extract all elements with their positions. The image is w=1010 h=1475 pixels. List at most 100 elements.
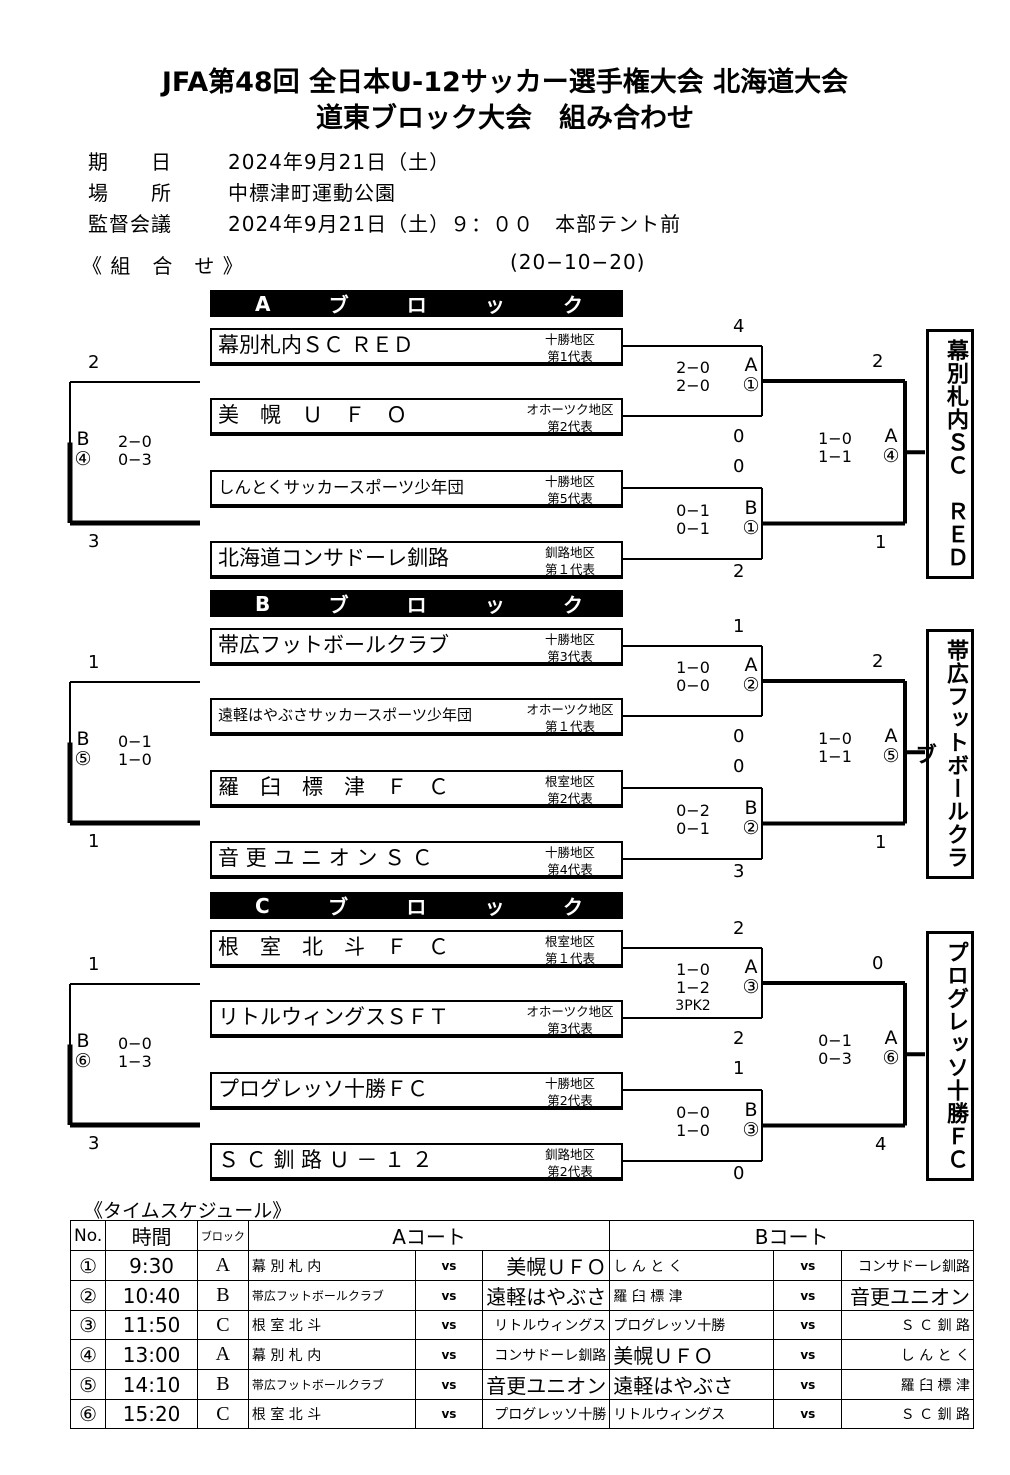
rep-rank: 第2代表 (547, 791, 593, 806)
team-score: 2 (733, 561, 745, 582)
final-score-bottom: 4 (875, 1133, 887, 1155)
team-box: Ｓ Ｃ 釧 路 Ｕ － １ ２ 釧路地区第2代表 (210, 1143, 623, 1181)
vs-label: vs (414, 1339, 484, 1370)
match-time: 13:00 (105, 1339, 198, 1370)
block-header-char: ッ (484, 293, 505, 317)
block-header-char: ク (563, 895, 583, 919)
match-time: 14:10 (105, 1369, 198, 1400)
a-court-away: コンサドーレ釧路 (482, 1339, 611, 1370)
game-number: ⑤ (882, 745, 900, 768)
score-line: 0−1 (818, 1031, 852, 1051)
game-number: ④ (882, 445, 900, 468)
match-number: ③ (69, 1310, 107, 1340)
left-score-bottom: 3 (88, 1133, 100, 1154)
rep-rank: 第2代表 (547, 1164, 593, 1179)
block-header-char: ロ (406, 293, 427, 317)
score-line: 0−3 (818, 1049, 852, 1069)
date-value: 2024年9月21日（土） (228, 150, 451, 174)
team-score: 0 (733, 726, 745, 747)
b-court-home: プログレッソ十勝 (609, 1310, 775, 1340)
team-name: 幕別札内ＳＣ ＲＥＤ (218, 333, 414, 357)
final-score-top: 2 (872, 351, 884, 372)
team-score: 1 (733, 1058, 745, 1079)
b-court-home: し ん と く (609, 1250, 775, 1281)
vs-label: vs (773, 1369, 843, 1400)
match-time: 11:50 (105, 1310, 198, 1340)
b-court-away: 羅 臼 標 津 (841, 1369, 974, 1400)
vs-label: vs (414, 1280, 484, 1311)
match-number: ② (69, 1280, 107, 1311)
game-court: A (884, 425, 898, 448)
final-score-bottom: 1 (875, 531, 887, 553)
final-score-bottom: 1 (875, 831, 887, 853)
game-number: ③ (742, 1118, 760, 1141)
score-line: 1−0 (676, 1120, 710, 1140)
match-time: 10:40 (105, 1280, 198, 1311)
rep-region: 釧路地区 (544, 1147, 595, 1162)
team-name: 帯広フットボールクラブ (218, 633, 449, 657)
vs-label: vs (773, 1280, 843, 1311)
document-title: JFA第48回 全日本U-12サッカー選手権大会 北海道大会 (161, 67, 849, 98)
team-name: Ｓ Ｃ 釧 路 Ｕ － １ ２ (218, 1148, 433, 1172)
team-representative: オホーツク地区第１代表 (523, 701, 617, 735)
team-representative: 釧路地区第2代表 (523, 1146, 617, 1180)
rep-rank: 第5代表 (547, 491, 593, 506)
score-line: 0−1 (118, 731, 152, 751)
schedule-title: 《タイムスケジュール》 (84, 1200, 292, 1222)
game-number: ④ (74, 447, 92, 470)
rep-rank: 第3代表 (547, 649, 593, 664)
a-court-home: 根 室 北 斗 (247, 1310, 416, 1340)
game-number: ② (742, 674, 760, 696)
match-block: C (196, 1399, 249, 1429)
block-header-char: ロ (406, 895, 427, 919)
header-b-court: Bコート (609, 1220, 974, 1251)
document-subtitle: 道東ブロック大会 組み合わせ (316, 103, 694, 134)
game-court: A (744, 654, 758, 676)
team-name: 音 更 ユ ニ オ ン Ｓ Ｃ (218, 846, 433, 870)
game-number: ⑥ (882, 1047, 900, 1070)
vs-label: vs (414, 1310, 484, 1340)
team-name: 美 幌 Ｕ Ｆ Ｏ (218, 403, 407, 427)
game-court: B (744, 496, 758, 519)
team-representative: 十勝地区第4代表 (523, 844, 617, 878)
header-block: ブロック (196, 1220, 249, 1251)
b-court-away: 音更ユニオン (841, 1280, 974, 1311)
rep-region: 十勝地区 (544, 845, 595, 860)
rep-rank: 第１代表 (544, 719, 595, 734)
game-number: ⑤ (74, 747, 92, 770)
team-score: 2 (733, 1028, 745, 1049)
rep-region: オホーツク地区 (526, 702, 614, 717)
rep-region: 十勝地区 (544, 632, 595, 647)
team-box: 北海道コンサドーレ釧路釧路地区第１代表 (210, 541, 623, 579)
score-line: 1−0 (676, 658, 710, 677)
left-score-top: 2 (88, 352, 100, 373)
block-header-char: ッ (484, 593, 505, 617)
game-number: ⑥ (74, 1049, 92, 1072)
score-line: 0−0 (676, 1102, 710, 1122)
team-representative: 釧路地区第１代表 (523, 544, 617, 578)
score-line: 1−0 (118, 749, 152, 769)
pk-line: 3PK2 (675, 998, 711, 1014)
team-representative: 十勝地区第2代表 (523, 1075, 617, 1109)
header-time: 時間 (105, 1220, 198, 1251)
match-number: ① (69, 1250, 107, 1281)
